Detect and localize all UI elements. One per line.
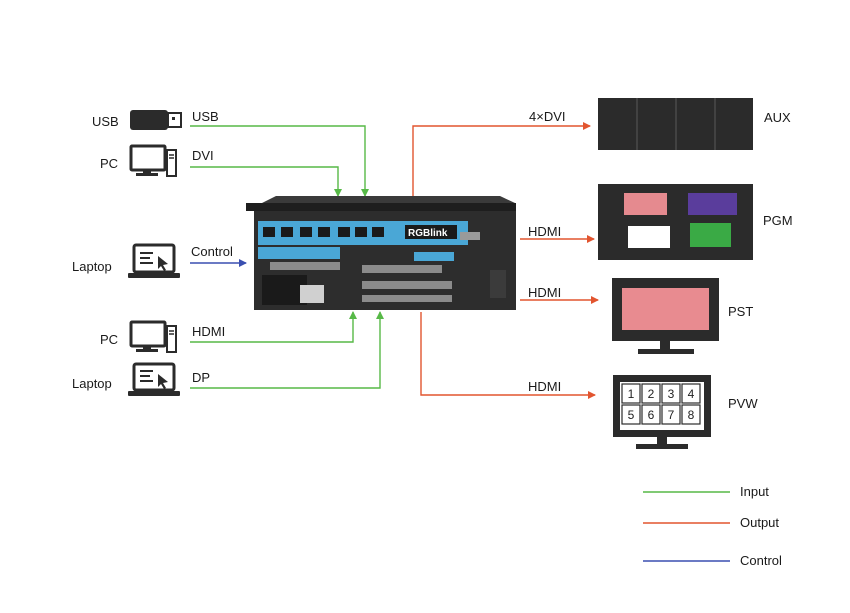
pgm-signal-label: HDMI xyxy=(528,224,561,239)
pvw-cell xyxy=(641,404,661,425)
usb-stick-icon xyxy=(130,110,182,130)
brand-logo-text: RGBlink xyxy=(408,228,448,239)
aux-label: AUX xyxy=(764,110,791,125)
pvw-cell xyxy=(661,404,681,425)
pvw-cell-number: 3 xyxy=(668,387,675,401)
pvw-cell xyxy=(681,404,701,425)
usb-signal-label: USB xyxy=(192,109,219,124)
legend-output-label: Output xyxy=(740,515,779,530)
pvw-cell xyxy=(661,383,681,404)
pc-bottom-signal-label: HDMI xyxy=(192,324,225,339)
aux-video-wall xyxy=(598,98,753,150)
pvw-cell-number: 6 xyxy=(648,408,655,422)
video-processor: RGBlink xyxy=(246,196,516,310)
pvw-cell xyxy=(621,383,641,404)
aux-signal-label: 4×DVI xyxy=(529,109,566,124)
usb-device-label: USB xyxy=(92,114,119,129)
pvw-cell xyxy=(641,383,661,404)
dvi-input-line xyxy=(190,166,342,197)
pvw-cell xyxy=(621,404,641,425)
pvw-output-line xyxy=(420,312,596,399)
laptop-bottom-device-label: Laptop xyxy=(72,376,112,391)
usb-input-line xyxy=(190,125,369,197)
pst-monitor xyxy=(612,278,719,354)
pc-bottom-source: PC HDMI xyxy=(100,311,357,353)
pc-top-signal-label: DVI xyxy=(192,148,214,163)
laptop-top-source: Laptop Control xyxy=(72,243,247,278)
pvw-cell-number: 4 xyxy=(688,387,695,401)
pc-bottom-device-label: PC xyxy=(100,332,118,347)
pvw-cell-number: 7 xyxy=(668,408,675,422)
pvw-cell xyxy=(681,383,701,404)
pgm-display xyxy=(598,184,753,260)
usb-source: USB USB xyxy=(92,109,369,197)
desktop-computer-icon xyxy=(129,320,177,353)
pvw-cell-number: 2 xyxy=(648,387,655,401)
laptop-icon xyxy=(128,362,180,396)
pvw-label: PVW xyxy=(728,396,758,411)
laptop-icon xyxy=(128,243,180,278)
pgm-label: PGM xyxy=(763,213,793,228)
legend-control-label: Control xyxy=(740,553,782,568)
pc-top-source: PC DVI xyxy=(100,144,342,197)
desktop-computer-icon xyxy=(129,144,177,177)
pvw-cell-number: 8 xyxy=(688,408,695,422)
laptop-top-signal-label: Control xyxy=(191,244,233,259)
laptop-bottom-source: Laptop DP xyxy=(72,311,384,396)
pst-label: PST xyxy=(728,304,753,319)
pvw-cell-number: 5 xyxy=(628,408,635,422)
laptop-bottom-signal-label: DP xyxy=(192,370,210,385)
pvw-cell-number: 1 xyxy=(628,387,635,401)
dp-input-line xyxy=(190,311,384,389)
pvw-signal-label: HDMI xyxy=(528,379,561,394)
laptop-top-device-label: Laptop xyxy=(72,259,112,274)
aux-output-line xyxy=(412,122,591,196)
hdmi-input-line xyxy=(190,311,357,343)
pst-signal-label: HDMI xyxy=(528,285,561,300)
legend: Input Output Control xyxy=(643,484,782,568)
pc-top-device-label: PC xyxy=(100,156,118,171)
legend-input-label: Input xyxy=(740,484,769,499)
